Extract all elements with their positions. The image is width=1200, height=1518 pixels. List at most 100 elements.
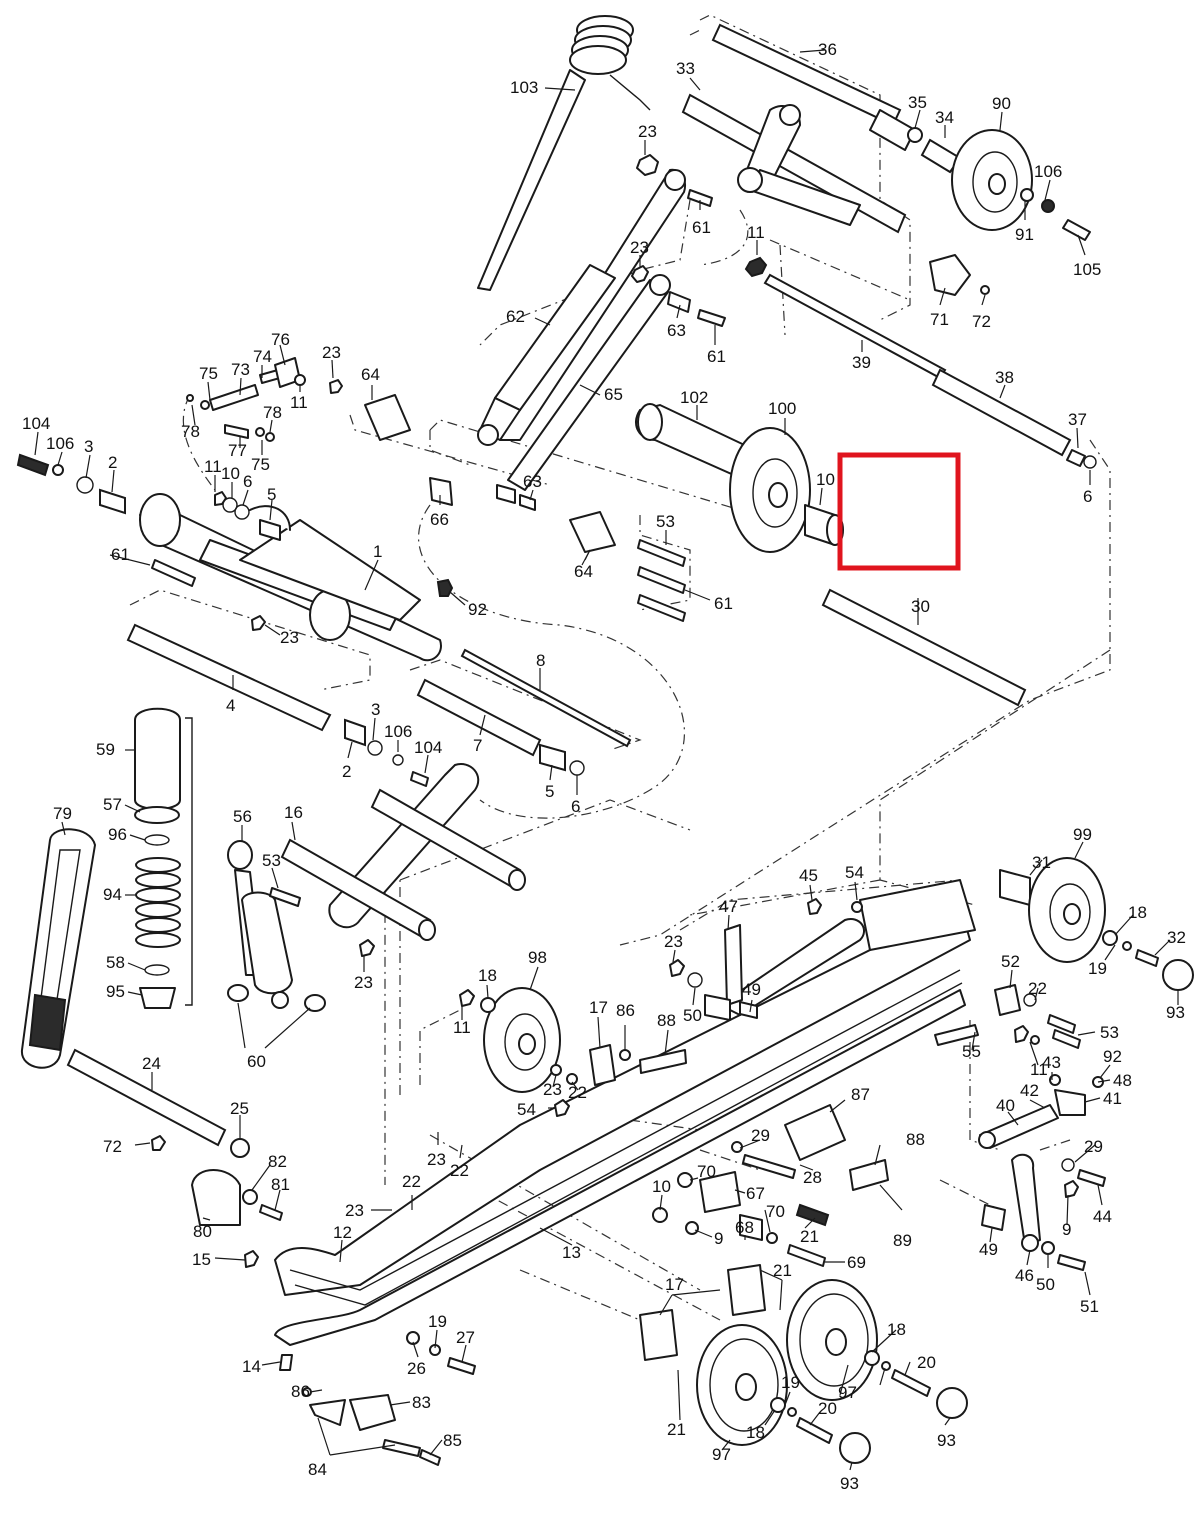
callout-label[interactable]: 53	[1100, 1023, 1119, 1042]
callout-label[interactable]: 77	[228, 441, 247, 460]
callout-label[interactable]: 23	[664, 932, 683, 951]
callout-label[interactable]: 39	[852, 353, 871, 372]
callout-label[interactable]: 13	[562, 1243, 581, 1262]
callout-label[interactable]: 106	[1034, 162, 1062, 181]
callout-label[interactable]: 92	[468, 600, 487, 619]
callout-label[interactable]: 6	[243, 472, 252, 491]
callout-label[interactable]: 64	[574, 562, 593, 581]
callout-label[interactable]: 61	[714, 594, 733, 613]
callout-label[interactable]: 11	[204, 457, 222, 476]
callout-label[interactable]: 53	[656, 512, 675, 531]
callout-label[interactable]: 17	[589, 998, 608, 1017]
callout-label[interactable]: 31	[1032, 853, 1051, 872]
callout-label[interactable]: 21	[773, 1261, 792, 1280]
callout-label[interactable]: 54	[517, 1100, 536, 1119]
callout-label[interactable]: 106	[384, 722, 412, 741]
callout-label[interactable]: 87	[851, 1085, 870, 1104]
callout-label[interactable]: 10	[221, 464, 240, 483]
callout-label[interactable]: 11	[290, 393, 308, 412]
callout-label[interactable]: 66	[430, 510, 449, 529]
callout-label[interactable]: 70	[766, 1202, 785, 1221]
callout-label[interactable]: 2	[108, 453, 117, 472]
callout-label[interactable]: 40	[996, 1096, 1015, 1115]
callout-label[interactable]: 23	[630, 238, 649, 257]
callout-label[interactable]: 69	[847, 1253, 866, 1272]
callout-label[interactable]: 10	[652, 1177, 671, 1196]
callout-label[interactable]: 20	[818, 1399, 837, 1418]
callout-label[interactable]: 23	[638, 122, 657, 141]
callout-label[interactable]: 29	[1084, 1137, 1103, 1156]
callout-label[interactable]: 16	[284, 803, 303, 822]
callout-label[interactable]: 22	[402, 1172, 421, 1191]
callout-label[interactable]: 32	[1167, 928, 1186, 947]
callout-label[interactable]: 78	[181, 422, 200, 441]
callout-label[interactable]: 93	[840, 1474, 859, 1493]
callout-label[interactable]: 3	[84, 437, 93, 456]
callout-label[interactable]: 2	[342, 762, 351, 781]
callout-label[interactable]: 17	[665, 1275, 684, 1294]
callout-label[interactable]: 6	[571, 797, 580, 816]
callout-label[interactable]: 60	[247, 1052, 266, 1071]
callout-label[interactable]: 5	[545, 782, 554, 801]
callout-label[interactable]: 72	[972, 312, 991, 331]
callout-label[interactable]: 3	[371, 700, 380, 719]
callout-label[interactable]: 21	[800, 1227, 819, 1246]
callout-label[interactable]: 18	[478, 966, 497, 985]
callout-label[interactable]: 23	[543, 1080, 562, 1099]
callout-label[interactable]: 5	[267, 485, 276, 504]
callout-label[interactable]: 91	[1015, 225, 1034, 244]
callout-label[interactable]: 41	[1103, 1089, 1122, 1108]
callout-label[interactable]: 86	[616, 1001, 635, 1020]
callout-label[interactable]: 49	[742, 980, 761, 999]
callout-label[interactable]: 47	[719, 897, 738, 916]
callout-label[interactable]: 106	[46, 434, 74, 453]
callout-label[interactable]: 56	[233, 807, 252, 826]
callout-label[interactable]: 22	[1028, 979, 1047, 998]
callout-label[interactable]: 18	[887, 1320, 906, 1339]
callout-label[interactable]: 19	[1088, 959, 1107, 978]
callout-label[interactable]: 35	[908, 93, 927, 112]
callout-label[interactable]: 42	[1020, 1081, 1039, 1100]
callout-label[interactable]: 72	[103, 1137, 122, 1156]
callout-label[interactable]: 104	[22, 414, 50, 433]
callout-label[interactable]: 52	[1001, 952, 1020, 971]
callout-label[interactable]: 23	[427, 1150, 446, 1169]
callout-label[interactable]: 79	[53, 804, 72, 823]
callout-label[interactable]: 45	[799, 866, 818, 885]
callout-label[interactable]: 9	[714, 1229, 723, 1248]
callout-label[interactable]: 34	[935, 108, 954, 127]
callout-label[interactable]: 50	[683, 1006, 702, 1025]
callout-label[interactable]: 98	[528, 948, 547, 967]
callout-label[interactable]: 36	[818, 40, 837, 59]
callout-label[interactable]: 90	[992, 94, 1011, 113]
callout-label[interactable]: 23	[280, 628, 299, 647]
callout-label[interactable]: 84	[308, 1460, 327, 1479]
callout-label[interactable]: 51	[1080, 1297, 1099, 1316]
callout-label[interactable]: 74	[253, 347, 272, 366]
callout-label[interactable]: 18	[1128, 903, 1147, 922]
callout-label[interactable]: 46	[1015, 1266, 1034, 1285]
callout-label[interactable]: 53	[262, 851, 281, 870]
callout-label[interactable]: 70	[697, 1162, 716, 1181]
callout-label[interactable]: 19	[428, 1312, 447, 1331]
callout-label[interactable]: 9	[1062, 1220, 1071, 1239]
callout-label[interactable]: 24	[142, 1054, 161, 1073]
callout-label[interactable]: 11	[747, 223, 765, 242]
callout-label[interactable]: 21	[667, 1420, 686, 1439]
callout-label[interactable]: 73	[231, 360, 250, 379]
callout-label[interactable]: 86	[291, 1382, 310, 1401]
callout-label[interactable]: 95	[106, 982, 125, 1001]
callout-label[interactable]: 83	[412, 1393, 431, 1412]
callout-label[interactable]: 6	[1083, 487, 1092, 506]
callout-label[interactable]: 97	[712, 1445, 731, 1464]
callout-label[interactable]: 105	[1073, 260, 1101, 279]
callout-label[interactable]: 75	[199, 364, 218, 383]
callout-label[interactable]: 44	[1093, 1207, 1112, 1226]
callout-label[interactable]: 50	[1036, 1275, 1055, 1294]
callout-label[interactable]: 1	[373, 542, 382, 561]
callout-label[interactable]: 54	[845, 863, 864, 882]
callout-label[interactable]: 76	[271, 330, 290, 349]
callout-label[interactable]: 15	[192, 1250, 211, 1269]
callout-label[interactable]: 27	[456, 1328, 475, 1347]
callout-label[interactable]: 23	[322, 343, 341, 362]
